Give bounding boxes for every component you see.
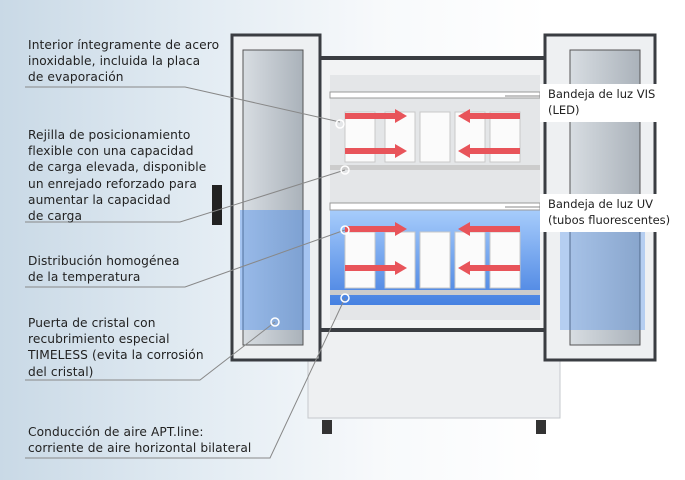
shelf (330, 165, 540, 170)
callout-line: Bandeja de luz UV (548, 197, 653, 211)
callout-line: Rejilla de posicionamiento (28, 128, 191, 142)
callout-shelf-grid: Rejilla de posicionamiento flexible con … (28, 127, 206, 224)
callout-line: TIMELESS (evita la corrosión (28, 348, 204, 363)
callout-line: (tubos fluorescentes) (548, 212, 671, 227)
door-handle (212, 185, 222, 225)
wheel (536, 420, 546, 434)
callout-uv-light-tray: Bandeja de luz UV (tubos fluorescentes) (540, 194, 685, 232)
callout-line: inoxidable, incluida la placa (28, 54, 201, 69)
callout-line: Conducción de aire APT.line: (28, 425, 204, 439)
callout-glass-door: Puerta de cristal con recubrimiento espe… (28, 315, 204, 380)
cabinet-base (307, 329, 561, 419)
callout-airflow: Conducción de aire APT.line: corriente d… (28, 424, 251, 456)
callout-line: un enrejado reforzado para (28, 176, 197, 191)
wheel (322, 420, 332, 434)
callout-line: Interior íntegramente de acero (28, 38, 220, 52)
callout-line: de la temperatura (28, 270, 141, 285)
callout-line: de carga elevada, disponible (28, 160, 207, 175)
callout-line: aumentar la capacidad (28, 192, 171, 207)
vis-light-tray (329, 91, 541, 99)
callout-line: del cristal) (28, 364, 94, 379)
callout-line: flexible con una capacidad (28, 144, 194, 159)
callout-line: corriente de aire horizontal bilateral (28, 441, 252, 456)
airflow-arrows (345, 109, 520, 275)
callout-temperature: Distribución homogénea de la temperatura (28, 253, 180, 285)
callout-markers (270, 119, 350, 327)
callout-line: (LED) (548, 102, 580, 117)
shelf (330, 290, 540, 295)
callout-line: Distribución homogénea (28, 254, 180, 268)
callout-line: Puerta de cristal con (28, 316, 156, 330)
callout-line: de evaporación (28, 70, 124, 85)
callout-line: Bandeja de luz VIS (548, 87, 656, 101)
callout-stainless-interior: Interior íntegramente de acero inoxidabl… (28, 37, 219, 86)
leader-lines (25, 86, 540, 459)
callout-vis-light-tray: Bandeja de luz VIS (LED) (540, 84, 685, 122)
callout-line: recubrimiento especial (28, 332, 170, 347)
callout-line: de carga (28, 209, 83, 224)
